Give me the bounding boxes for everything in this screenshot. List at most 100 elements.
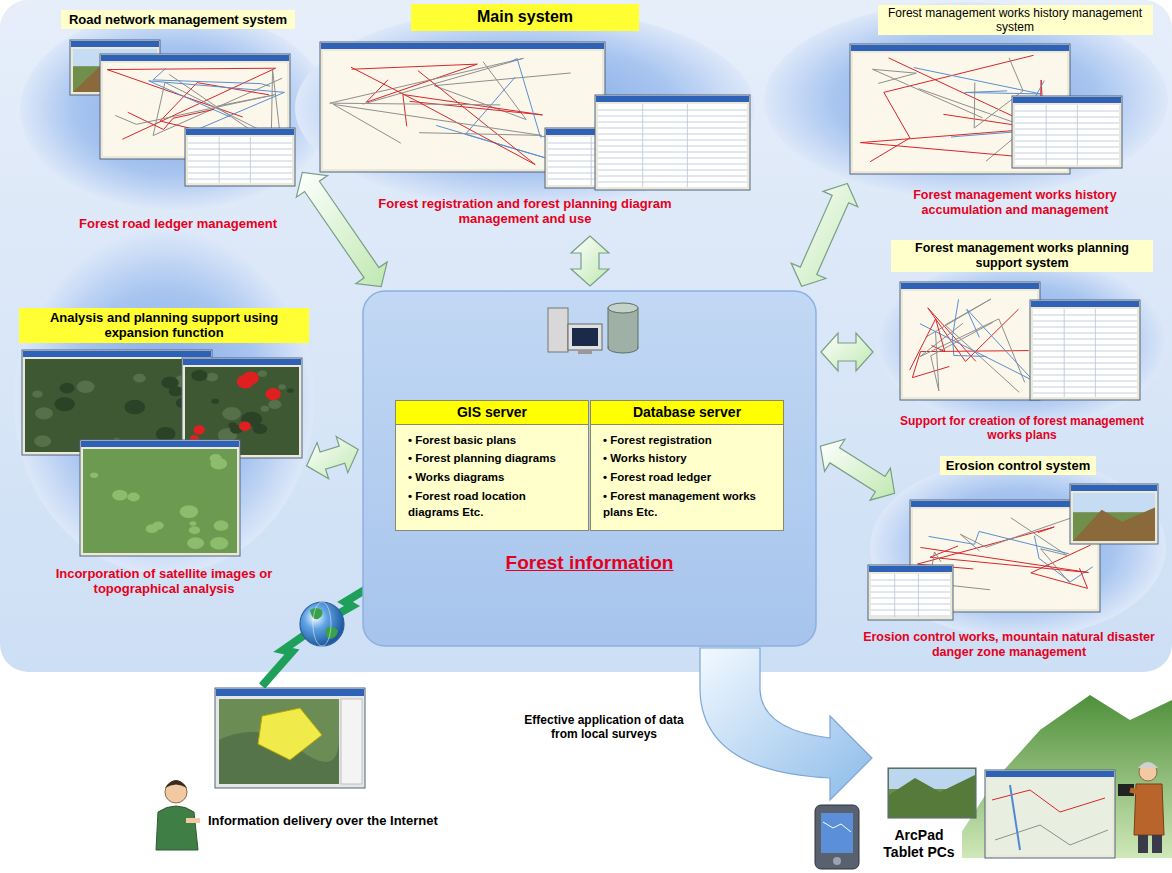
text-slot: Effective application of data from local…: [514, 712, 694, 742]
system-heading: Forest management works planning support…: [891, 240, 1153, 272]
decor-line: [591, 137, 592, 185]
decor-line: [1130, 790, 1138, 792]
decor-line: [1015, 135, 1119, 136]
decor-line: [1064, 309, 1065, 397]
note-label: Information delivery over the Internet: [205, 812, 441, 829]
decor-circle: [300, 602, 344, 646]
decor-line: [188, 173, 292, 174]
server-item: • Forest planning diagrams: [396, 449, 588, 468]
decor-rect: [903, 291, 1037, 397]
decor-line: [598, 176, 747, 177]
decor-rect: [1073, 493, 1155, 541]
decor-path: [995, 825, 1108, 845]
decor-line: [871, 598, 950, 599]
server-item: • Forest registration: [591, 431, 783, 450]
decor-path: [330, 58, 524, 105]
decor-ellipse: [90, 473, 98, 479]
decor-rect: [1073, 493, 1155, 512]
data-flow-arrow: [700, 648, 872, 800]
screenshot-window: [1012, 96, 1122, 168]
decor-line: [598, 182, 747, 183]
system-heading: Analysis and planning support using expa…: [19, 308, 309, 343]
decor-rect: [1015, 105, 1119, 165]
decor-path: [931, 322, 993, 391]
decor-rect: [815, 805, 859, 869]
decor-line: [1046, 105, 1047, 165]
decor-line: [188, 149, 292, 150]
decor-line: [1033, 387, 1137, 388]
decor-rect: [341, 699, 362, 784]
decor-ellipse: [32, 390, 42, 397]
decor-ellipse: [55, 397, 75, 411]
decor-rect: [81, 441, 239, 447]
decor-line: [871, 586, 950, 587]
decor-ellipse: [214, 520, 229, 530]
system-ellipse: Erosion control systemErosion control wo…: [848, 452, 1170, 666]
double-block-arrow: [571, 236, 609, 286]
decor-line: [598, 110, 747, 111]
server-item: • Forest basic plans: [396, 431, 588, 450]
decor-rect: [821, 813, 853, 853]
decor-line: [598, 164, 747, 165]
decor-line: [250, 137, 251, 183]
screenshot-window: [868, 565, 953, 620]
hub-box-fill: [363, 291, 816, 646]
text-slot: Support for creation of forest managemen…: [897, 414, 1147, 442]
decor-rect: [216, 689, 364, 696]
background-panel: [0, 0, 1172, 672]
decor-rect: [1152, 835, 1162, 853]
decor-path: [153, 68, 270, 86]
system-ellipse-fill: [20, 10, 330, 210]
decor-path: [325, 627, 338, 639]
decor-ellipse: [146, 524, 159, 533]
decor-rect: [185, 128, 295, 186]
decor-line: [871, 592, 950, 593]
decor-rect: [71, 41, 159, 47]
decor-rect: [1138, 835, 1148, 853]
decor-path: [333, 104, 541, 143]
decor-ellipse: [191, 370, 207, 381]
decor-path: [920, 309, 1033, 381]
server-title: GIS server: [396, 401, 588, 425]
arrow-label: Effective application of data from local…: [514, 712, 694, 742]
decor-ellipse: [239, 421, 251, 430]
decor-path: [128, 109, 214, 129]
decor-line: [598, 140, 747, 141]
decor-line: [1033, 339, 1137, 340]
decor-ellipse: [261, 406, 270, 412]
decor-ellipse: [210, 537, 228, 550]
site-photo: [888, 768, 976, 818]
decor-path: [929, 531, 1069, 553]
decor-path: [1010, 785, 1020, 850]
decor-line: [1015, 141, 1119, 142]
system-ellipse-fill: [14, 230, 314, 574]
system-ellipse: Forest management works history manageme…: [762, 0, 1170, 232]
decor-path: [165, 780, 187, 788]
text-slot: ArcPad Tablet PCs: [876, 826, 962, 861]
double-block-arrow: [791, 184, 858, 287]
text-slot: Forest management works history manageme…: [878, 5, 1153, 35]
decor-line: [598, 158, 747, 159]
decor-rect: [568, 324, 602, 350]
decor-line: [1015, 123, 1119, 124]
text-slot: Forest road ledger management: [79, 216, 277, 231]
decor-rect: [572, 328, 598, 346]
decor-line: [642, 104, 643, 187]
text-slot: Erosion control system: [940, 456, 1096, 475]
decor-line: [1033, 327, 1137, 328]
analysis-ellipse: Analysis and planning support using expa…: [4, 224, 324, 604]
decor-rect: [1031, 301, 1139, 307]
system-caption: Erosion control works, mountain natural …: [851, 630, 1167, 660]
decor-line: [1015, 117, 1119, 118]
screenshot-window: [80, 440, 240, 556]
decor-line: [687, 104, 688, 187]
decor-rect: [23, 351, 211, 357]
screenshot-window: [595, 95, 750, 190]
decor-rect: [869, 566, 952, 572]
decor-ellipse: [124, 400, 145, 415]
decor-ellipse: [206, 373, 218, 382]
ellipse-shape: [18, 4, 338, 240]
system-heading: Main system: [411, 4, 639, 31]
decor-ellipse: [169, 386, 183, 396]
decor-path: [156, 806, 198, 850]
